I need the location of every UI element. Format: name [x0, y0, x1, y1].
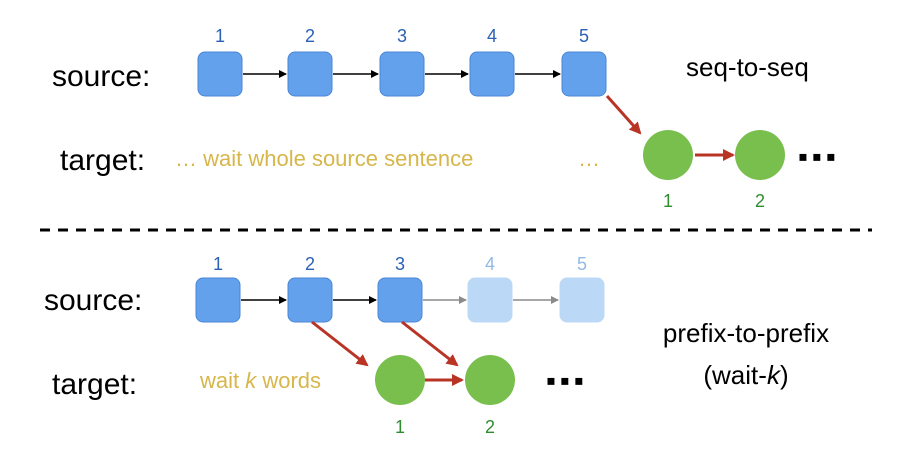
- top-cross-edge-source5-to-target1: [605, 95, 642, 135]
- bottom-continuation-dots: ▪▪▪: [546, 365, 588, 396]
- top-source-index-2: 2: [305, 26, 315, 46]
- bottom-cross-edge-source3-to-target2: [401, 320, 459, 367]
- bottom-target-index-2: 2: [485, 417, 495, 437]
- bottom-target-label: target:: [52, 368, 137, 401]
- bottom-source-index-4: 4: [485, 254, 495, 274]
- top-source-index-3: 3: [397, 26, 407, 46]
- top-source-index-5: 5: [579, 26, 589, 46]
- top-target-label: target:: [60, 144, 145, 177]
- bottom-source-node-2: [287, 277, 333, 323]
- bottom-panel: source: target: prefix-to-prefix (wait-k…: [44, 254, 829, 437]
- top-source-index-4: 4: [487, 26, 497, 46]
- top-continuation-dots: ▪▪▪: [798, 141, 840, 172]
- bottom-panel-title-line2: (wait-k): [703, 360, 788, 390]
- bottom-wait-prefix: wait: [199, 368, 245, 393]
- bottom-panel-title-line1: prefix-to-prefix: [663, 318, 829, 348]
- bottom-cross-edge-source2-to-target1: [311, 320, 369, 367]
- top-target-node-1: [643, 130, 693, 180]
- top-source-index-1: 1: [215, 26, 225, 46]
- bottom-wait-var: k: [245, 368, 257, 393]
- top-target-node-2: [735, 130, 785, 180]
- bottom-target-index-1: 1: [395, 417, 405, 437]
- bottom-source-index-2: 2: [305, 254, 315, 274]
- bottom-title-suffix: ): [780, 360, 789, 390]
- bottom-source-node-3: [377, 277, 423, 323]
- bottom-title-var: k: [767, 360, 782, 390]
- top-source-label: source:: [52, 60, 150, 93]
- top-source-node-3: [379, 51, 425, 97]
- bottom-source-node-1: [195, 277, 241, 323]
- top-target-index-2: 2: [755, 191, 765, 211]
- bottom-source-index-1: 1: [213, 254, 223, 274]
- bottom-target-node-1: [375, 355, 425, 405]
- bottom-source-node-5: [559, 277, 605, 323]
- bottom-source-index-3: 3: [395, 254, 405, 274]
- top-wait-note: … wait whole source sentence: [175, 146, 473, 171]
- bottom-source-node-4: [467, 277, 513, 323]
- top-source-node-2: [287, 51, 333, 97]
- top-source-node-5: [561, 51, 607, 97]
- top-source-nodes: 1 2 3 4 5: [197, 26, 607, 97]
- bottom-source-label: source:: [44, 284, 142, 317]
- bottom-wait-note: wait k words: [199, 368, 321, 393]
- top-wait-note-ellipsis: …: [578, 146, 600, 171]
- bottom-source-index-5: 5: [577, 254, 587, 274]
- top-target-index-1: 1: [663, 191, 673, 211]
- bottom-target-node-2: [465, 355, 515, 405]
- bottom-wait-suffix: words: [256, 368, 321, 393]
- bottom-source-nodes: 1 2 3 4 5: [195, 254, 605, 323]
- top-panel-title: seq-to-seq: [686, 52, 809, 82]
- top-source-node-1: [197, 51, 243, 97]
- top-panel: source: target: seq-to-seq … wait whole …: [52, 26, 840, 211]
- bottom-title-prefix: (wait-: [703, 360, 767, 390]
- top-source-node-4: [469, 51, 515, 97]
